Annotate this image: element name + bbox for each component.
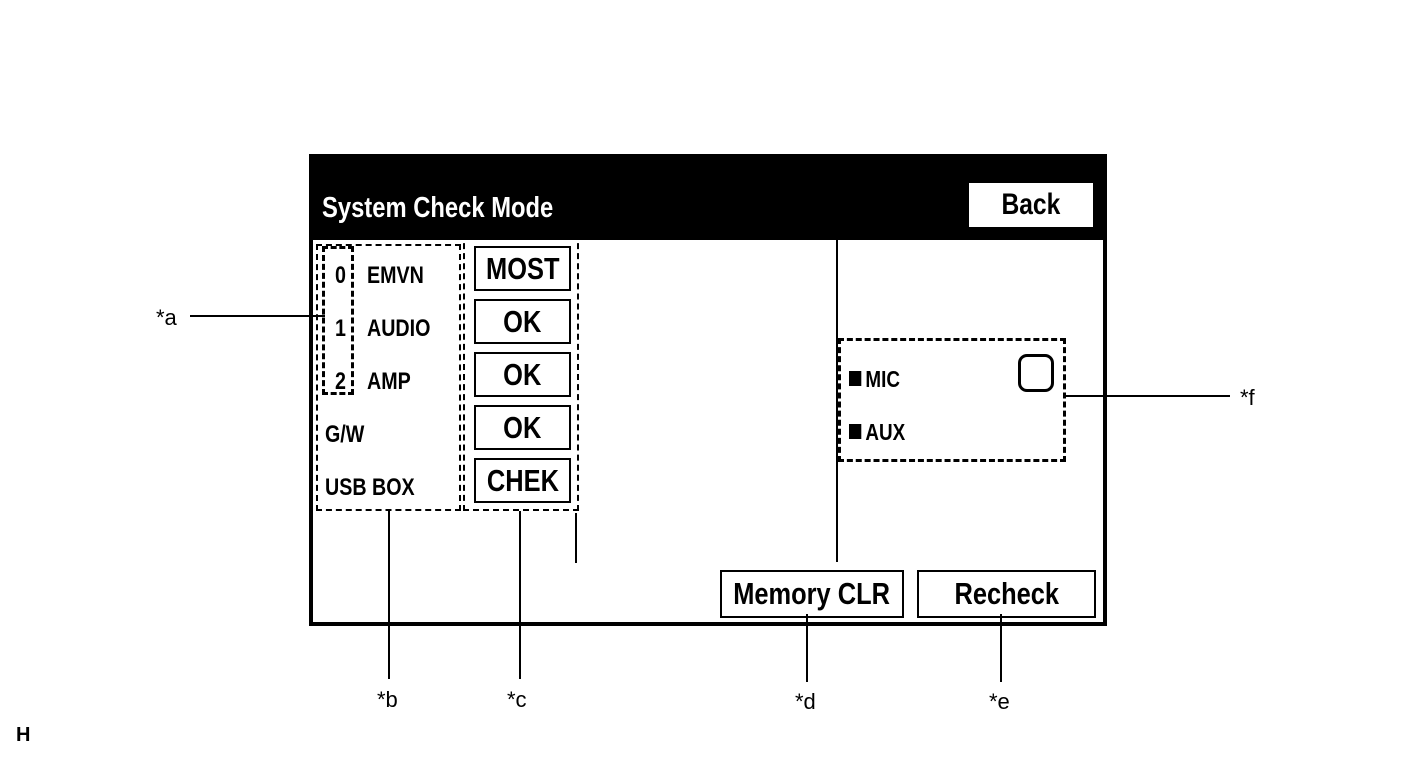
callout-b: *b xyxy=(377,687,398,712)
callout-a: *a xyxy=(156,305,177,330)
recheck-label: Recheck xyxy=(954,576,1059,611)
ecu-name-audio: AUDIO xyxy=(367,315,431,342)
status-label: OK xyxy=(503,356,542,392)
callout-d: *d xyxy=(795,689,816,714)
mic-aux-region xyxy=(838,338,1066,462)
status-label: MOST xyxy=(485,250,560,286)
figure-id: H xyxy=(16,724,31,746)
ecu-number-0: 0 xyxy=(335,262,346,289)
status-button-gw[interactable]: OK xyxy=(474,405,571,450)
ecu-number-2: 2 xyxy=(335,368,346,395)
status-region xyxy=(463,233,579,511)
status-button-amp[interactable]: OK xyxy=(474,352,571,397)
memory-clr-button[interactable]: Memory CLR xyxy=(720,570,904,618)
status-label: OK xyxy=(503,303,542,339)
mic-status-box xyxy=(1018,354,1054,392)
ecu-number-1: 1 xyxy=(335,315,346,342)
leader-line-f xyxy=(1066,395,1230,397)
ecu-number-region xyxy=(322,246,354,395)
leader-line-stub xyxy=(575,513,577,563)
status-button-usb-box[interactable]: CHEK xyxy=(474,458,571,503)
callout-f: *f xyxy=(1240,385,1255,410)
status-button-emvn[interactable]: MOST xyxy=(474,246,571,291)
mic-square-icon xyxy=(849,371,862,386)
recheck-button[interactable]: Recheck xyxy=(917,570,1096,618)
callout-c: *c xyxy=(507,687,527,712)
leader-line-e xyxy=(1000,614,1002,682)
ecu-name-amp: AMP xyxy=(367,368,411,395)
ecu-name-gw: G/W xyxy=(325,421,365,448)
title-bar: System Check Mode Back xyxy=(313,158,1103,240)
status-label: CHEK xyxy=(486,462,559,498)
ecu-name-region xyxy=(316,244,461,511)
screen-title: System Check Mode xyxy=(322,192,554,224)
mic-indicator: MIC xyxy=(849,366,900,393)
leader-line-vertical xyxy=(836,240,838,562)
ecu-name-emvn: EMVN xyxy=(367,262,424,289)
ecu-name-usb-box: USB BOX xyxy=(325,474,415,501)
aux-square-icon xyxy=(849,424,862,439)
leader-line-a xyxy=(190,315,325,317)
mic-label: MIC xyxy=(865,366,900,392)
system-check-screen: System Check Mode Back 0 1 2 EMVN AUDIO … xyxy=(309,154,1107,626)
leader-line-d xyxy=(806,614,808,682)
back-button[interactable]: Back xyxy=(969,183,1093,227)
back-button-label: Back xyxy=(1001,188,1061,221)
memory-clr-label: Memory CLR xyxy=(733,576,891,611)
aux-label: AUX xyxy=(865,419,906,445)
leader-line-c xyxy=(519,511,521,679)
callout-e: *e xyxy=(989,689,1010,714)
aux-indicator: AUX xyxy=(849,419,905,446)
status-label: OK xyxy=(503,409,542,445)
status-button-audio[interactable]: OK xyxy=(474,299,571,344)
leader-line-b xyxy=(388,511,390,679)
